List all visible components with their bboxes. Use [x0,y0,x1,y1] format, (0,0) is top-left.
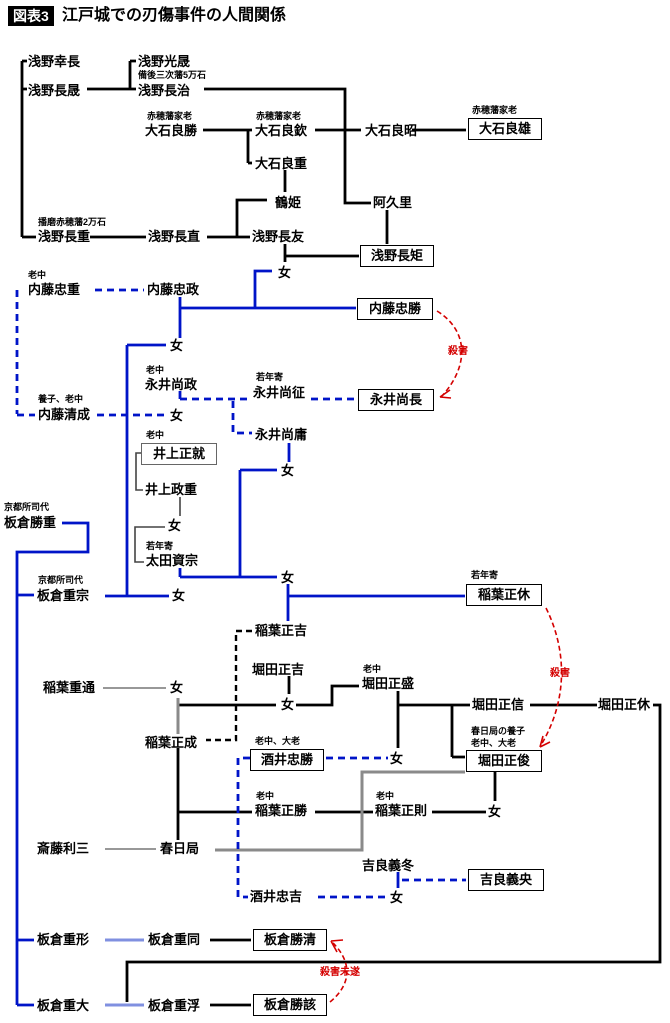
person-naito-tadamasa: 内藤忠政 [147,282,200,297]
label-ako-karo-2: 赤穂藩家老 [256,111,302,121]
label-shoshidai-1: 京都所司代 [4,502,50,512]
person-oishi-yoshiaki: 大石良昭 [365,123,418,138]
murder-arrows [329,310,563,1003]
person-hotta-masayasu: 堀田正休 [598,697,651,712]
label-murder-2: 殺害 [550,668,570,679]
person-nagai-naonaga: 永井尚長 [358,389,434,411]
person-itakura-shigeatsu: 板倉重同 [148,932,201,947]
label-ako-karo-3: 赤穂藩家老 [472,105,518,115]
person-asano-yoshinaga: 浅野幸長 [28,54,81,69]
person-oishi-yoshikatsu: 大石良勝 [145,123,198,138]
figure-number-badge: 図表3 [8,6,54,26]
person-hotta-masatoshi: 堀田正俊 [466,750,542,772]
person-kasuga-no-tsubone: 春日局 [160,841,200,856]
person-asano-nagaakira: 浅野長晟 [28,83,81,98]
person-oishi-yoshio: 大石良雄 [468,118,542,140]
person-nagai-naotsune: 永井尚庸 [255,427,308,442]
person-naito-tadashige: 内藤忠重 [28,282,81,297]
person-onna-1: 女 [278,265,292,280]
black-solid-lines [20,59,662,1007]
person-inaba-masakatsu: 稲葉正勝 [255,803,308,818]
label-rojyu-tairo-2: 老中、大老 [471,738,517,748]
label-rojyu-2: 老中 [146,365,165,375]
person-kira-yoshifuyu: 吉良義冬 [362,858,415,873]
label-wakadoshiyori-1: 若年寄 [256,372,284,382]
person-inoue-masashige: 井上政重 [145,482,198,497]
person-onna-12: 女 [390,890,404,905]
label-rojyu-3: 老中 [146,430,165,440]
person-itakura-katsuakira: 板倉勝該 [253,994,327,1016]
person-onna-4: 女 [281,463,295,478]
person-inaba-masanori: 稲葉正則 [375,803,428,818]
person-aguri: 阿久里 [373,195,413,210]
person-asano-mitsuakira: 浅野光晟 [138,54,191,69]
black-dashed-lines [206,629,252,742]
person-tsuruhime: 鶴姫 [275,195,302,210]
label-shoshidai-2: 京都所司代 [38,575,84,585]
person-onna-11: 女 [488,804,502,819]
label-bingo-domain: 備後三次藩5万石 [138,70,207,80]
person-onna-5: 女 [168,518,182,533]
label-rojyu-tairo-1: 老中、大老 [255,736,301,746]
person-onna-8: 女 [170,680,184,695]
person-asano-nagatomo: 浅野長友 [252,229,305,244]
person-nagai-naoyuki: 永井尚征 [253,385,306,400]
label-yoshi-rojyu: 養子、老中 [38,394,84,404]
person-oishi-yoshikane: 大石良欽 [255,123,308,138]
person-asano-naganao: 浅野長直 [148,229,201,244]
label-rojyu-5: 老中 [256,791,275,801]
person-sakai-tadakatsu: 酒井忠勝 [250,749,324,771]
person-inaba-shigemichi: 稲葉重通 [43,680,96,695]
person-onna-6: 女 [172,588,186,603]
person-onna-7: 女 [281,570,295,585]
lightblue-lines [105,938,144,1007]
page-title: 江戸城での刃傷事件の人間関係 [62,7,287,24]
person-naito-kiyonari: 内藤清成 [38,407,91,422]
person-hotta-masamori: 堀田正盛 [362,676,415,691]
person-ota-sukemune: 太田資宗 [146,553,199,568]
person-oishi-yoshishige: 大石良重 [255,156,308,171]
label-murder-1: 殺害 [448,346,468,357]
blue-solid-lines [15,269,465,1007]
person-onna-10: 女 [390,751,404,766]
person-onna-9: 女 [281,697,295,712]
person-onna-2: 女 [170,338,184,353]
person-itakura-katsushige: 板倉勝重 [4,515,57,530]
label-rojyu-1: 老中 [28,270,47,280]
person-sakai-tadayoshi: 酒井忠吉 [250,889,303,904]
person-nagai-naomasa: 永井尚政 [145,377,198,392]
person-itakura-shigemune: 板倉重宗 [37,588,90,603]
label-ako-karo-1: 赤穂藩家老 [147,111,193,121]
label-rojyu-4: 老中 [363,664,382,674]
person-hotta-masayoshi: 堀田正吉 [252,662,305,677]
person-asano-naganori: 浅野長矩 [360,245,434,267]
person-inaba-masayasu: 稲葉正休 [466,584,542,606]
person-hotta-masanobu: 堀田正信 [472,697,525,712]
label-wakadoshiyori-2: 若年寄 [146,541,174,551]
person-inoue-masanari: 井上正就 [141,443,217,465]
person-inaba-masayoshi: 稲葉正吉 [255,623,308,638]
person-itakura-shigehiro: 板倉重大 [37,998,90,1013]
gray-thin-lines [103,687,166,850]
person-asano-nagashige: 浅野長重 [38,229,91,244]
person-itakura-katsukiyo: 板倉勝清 [253,929,327,951]
label-wakadoshiyori-3: 若年寄 [471,570,499,580]
person-itakura-shigekata: 板倉重形 [37,932,90,947]
person-onna-3: 女 [170,408,184,423]
label-harima-domain: 播磨赤穂藩2万石 [38,217,107,227]
person-naito-tadakatsu: 内藤忠勝 [357,298,433,320]
label-rojyu-6: 老中 [376,791,395,801]
person-kira-yoshinaka: 吉良義央 [468,869,544,891]
label-attempted-murder: 殺害未遂 [320,967,360,978]
person-inaba-masanari: 稲葉正成 [145,735,198,750]
bracket-lines [134,452,181,563]
person-saito-toshimitsu: 斎藤利三 [37,841,90,856]
gray-thick-lines [176,698,465,852]
label-kasuga-adoption: 春日局の養子 [471,726,526,736]
blue-dashed-lines [15,288,466,899]
person-asano-nagaharu: 浅野長治 [138,83,191,98]
person-itakura-shigeuki: 板倉重浮 [148,998,201,1013]
